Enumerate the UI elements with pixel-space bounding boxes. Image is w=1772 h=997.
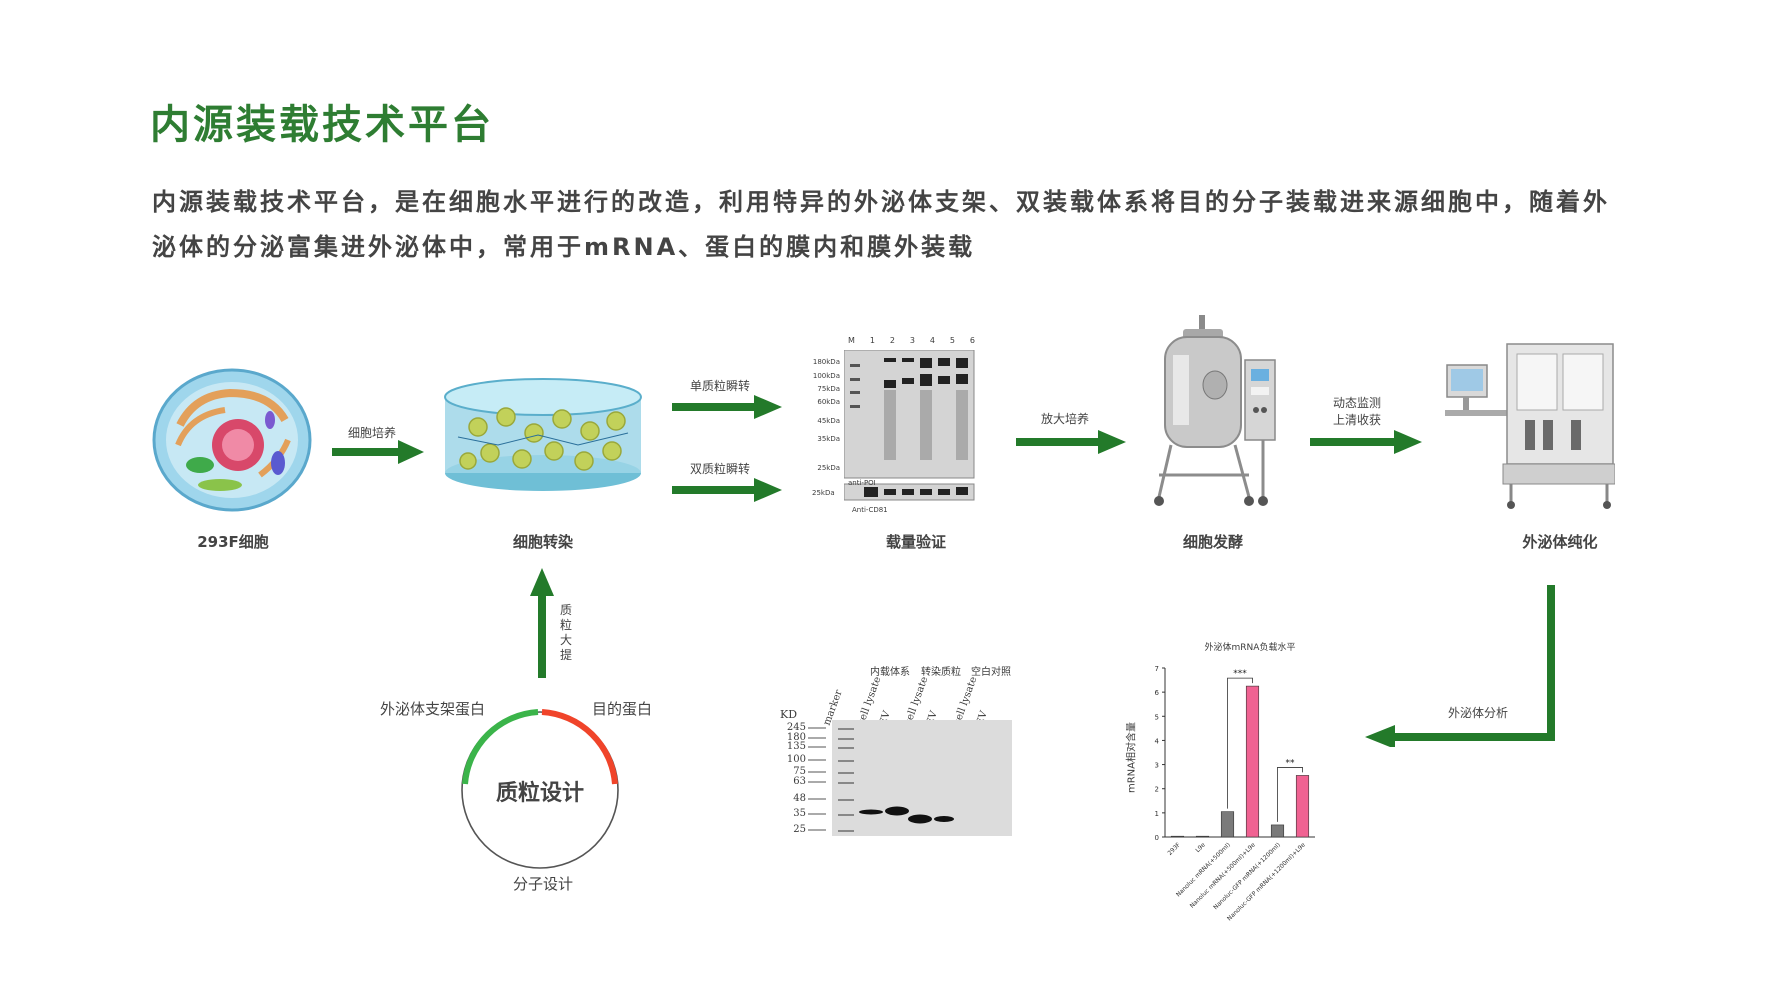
chart-significance-label: *** xyxy=(1233,669,1247,679)
chart-significance-label: ** xyxy=(1286,758,1296,768)
arrow-label-analysis: 外泌体分析 xyxy=(1447,706,1508,720)
arrow-culture-icon xyxy=(332,440,424,464)
step-caption-purification: 外泌体纯化 xyxy=(1522,533,1598,551)
marker-label: 35kDa xyxy=(817,435,840,443)
arrow-single-plasmid-icon xyxy=(672,395,782,419)
blot-marker-label: 180 xyxy=(786,732,806,743)
chart-y-tick-label: 7 xyxy=(1155,665,1159,673)
arrow-monitor-icon xyxy=(1310,430,1422,454)
arrow-label-monitor-2: 上清收获 xyxy=(1332,413,1381,427)
plasmid-ring xyxy=(461,709,619,869)
purification-system-icon xyxy=(1445,343,1615,509)
blot-group-label: 转染质粒 xyxy=(921,667,961,678)
marker-label: 75kDa xyxy=(817,385,840,393)
chart-bar xyxy=(1245,685,1260,838)
blot-group-label: 内载体系 xyxy=(870,667,910,678)
chart-bar xyxy=(1220,811,1235,838)
marker-label: 100kDa xyxy=(812,372,840,380)
western-blot-bottom: 内载体系 转染质粒 空白对照 marker cell lysate EV cel… xyxy=(780,660,1015,836)
chart-y-tick-label: 0 xyxy=(1155,834,1159,842)
blot-membrane-top xyxy=(844,350,975,501)
plasmid-label-scaffold: 外泌体支架蛋白 xyxy=(380,700,486,718)
chart-y-axis-label: mRNA相对含量 xyxy=(1126,722,1138,794)
blot-marker-label: 100 xyxy=(786,754,806,765)
arrow-scale-up-icon xyxy=(1016,430,1126,454)
chart-x-tick-label: 293F xyxy=(1166,841,1182,857)
plasmid-label-target: 目的蛋白 xyxy=(592,700,653,718)
arrow-label-single-plasmid: 单质粒瞬转 xyxy=(689,379,750,393)
step-caption-transfection: 细胞转染 xyxy=(512,533,573,551)
lane-label: 4 xyxy=(929,336,935,345)
blot-marker-label: 63 xyxy=(793,776,806,787)
chart-y-tick-label: 4 xyxy=(1155,737,1160,745)
chart-bar xyxy=(1270,824,1285,838)
chart-significance-bracket xyxy=(1227,677,1253,809)
western-blot-top: M 1 2 3 4 5 6 180kDa 100kDa 75kDa 60kDa … xyxy=(800,336,975,516)
arrow-analysis-icon xyxy=(1365,585,1555,747)
arrow-plasmid-prep-icon xyxy=(530,568,554,678)
chart-y-tick-label: 6 xyxy=(1155,689,1160,697)
cell-icon xyxy=(152,368,312,512)
blot-marker-label: 245 xyxy=(786,722,806,733)
chart-y-tick-label: 5 xyxy=(1155,713,1159,721)
blot-lane-label: marker xyxy=(821,688,845,727)
chart-x-tick-label: L9e xyxy=(1194,841,1207,854)
marker-label: 45kDa xyxy=(817,417,840,425)
marker-label: 25kDa xyxy=(817,464,840,472)
page-title: 内源装载技术平台 xyxy=(150,102,494,148)
blot-membrane-bottom xyxy=(808,720,1012,836)
lane-label: M xyxy=(848,336,855,345)
chart-y-tick-label: 1 xyxy=(1155,810,1159,818)
plasmid-center-label: 质粒设计 xyxy=(495,781,584,806)
lane-label: 5 xyxy=(949,336,955,345)
step-caption-validation: 载量验证 xyxy=(885,533,946,551)
arrow-label-plasmid-prep: 质粒大提 xyxy=(559,603,572,662)
antibody-label-1: anti-POI xyxy=(848,479,876,487)
lane-label: 6 xyxy=(969,336,975,345)
arrow-label-double-plasmid: 双质粒瞬转 xyxy=(689,462,750,476)
chart-bar xyxy=(1195,835,1210,838)
chart-bar xyxy=(1295,775,1310,838)
arrow-label-culture: 细胞培养 xyxy=(347,426,396,440)
chart-significance-bracket xyxy=(1277,767,1303,822)
chart-y-tick-label: 2 xyxy=(1155,786,1159,794)
page-description: 内源装载技术平台，是在细胞水平进行的改造，利用特异的外泌体支架、双装载体系将目的… xyxy=(152,188,1610,261)
lane-label: 1 xyxy=(869,336,875,345)
marker-label: 60kDa xyxy=(817,398,840,406)
blot-marker-label: 35 xyxy=(793,808,806,819)
lane-label: 2 xyxy=(889,336,895,345)
marker-label-lower: 25kDa xyxy=(812,489,835,497)
chart-y-tick-label: 3 xyxy=(1155,762,1159,770)
blot-unit-label: KD xyxy=(780,708,798,721)
chart-title: 外泌体mRNA负载水平 xyxy=(1204,643,1296,653)
lane-label: 3 xyxy=(909,336,915,345)
plasmid-label-molecular-design: 分子设计 xyxy=(512,875,573,893)
arrow-label-scale-up: 放大培养 xyxy=(1040,412,1089,426)
transfection-dish-icon xyxy=(444,378,642,491)
antibody-label-2: Anti-CD81 xyxy=(852,506,888,514)
blot-marker-label: 48 xyxy=(793,793,806,804)
blot-group-label: 空白对照 xyxy=(971,667,1011,678)
bioreactor-icon xyxy=(1154,315,1276,506)
chart-bar xyxy=(1170,835,1185,838)
step-caption-293f: 293F细胞 xyxy=(197,533,269,551)
arrow-double-plasmid-icon xyxy=(672,478,782,502)
blot-marker-label: 75 xyxy=(793,766,806,777)
arrow-label-monitor-1: 动态监测 xyxy=(1332,396,1381,410)
blot-marker-label: 25 xyxy=(793,824,806,835)
marker-label: 180kDa xyxy=(812,358,840,366)
blot-marker-label: 135 xyxy=(786,741,806,752)
step-caption-fermentation: 细胞发酵 xyxy=(1182,533,1243,551)
